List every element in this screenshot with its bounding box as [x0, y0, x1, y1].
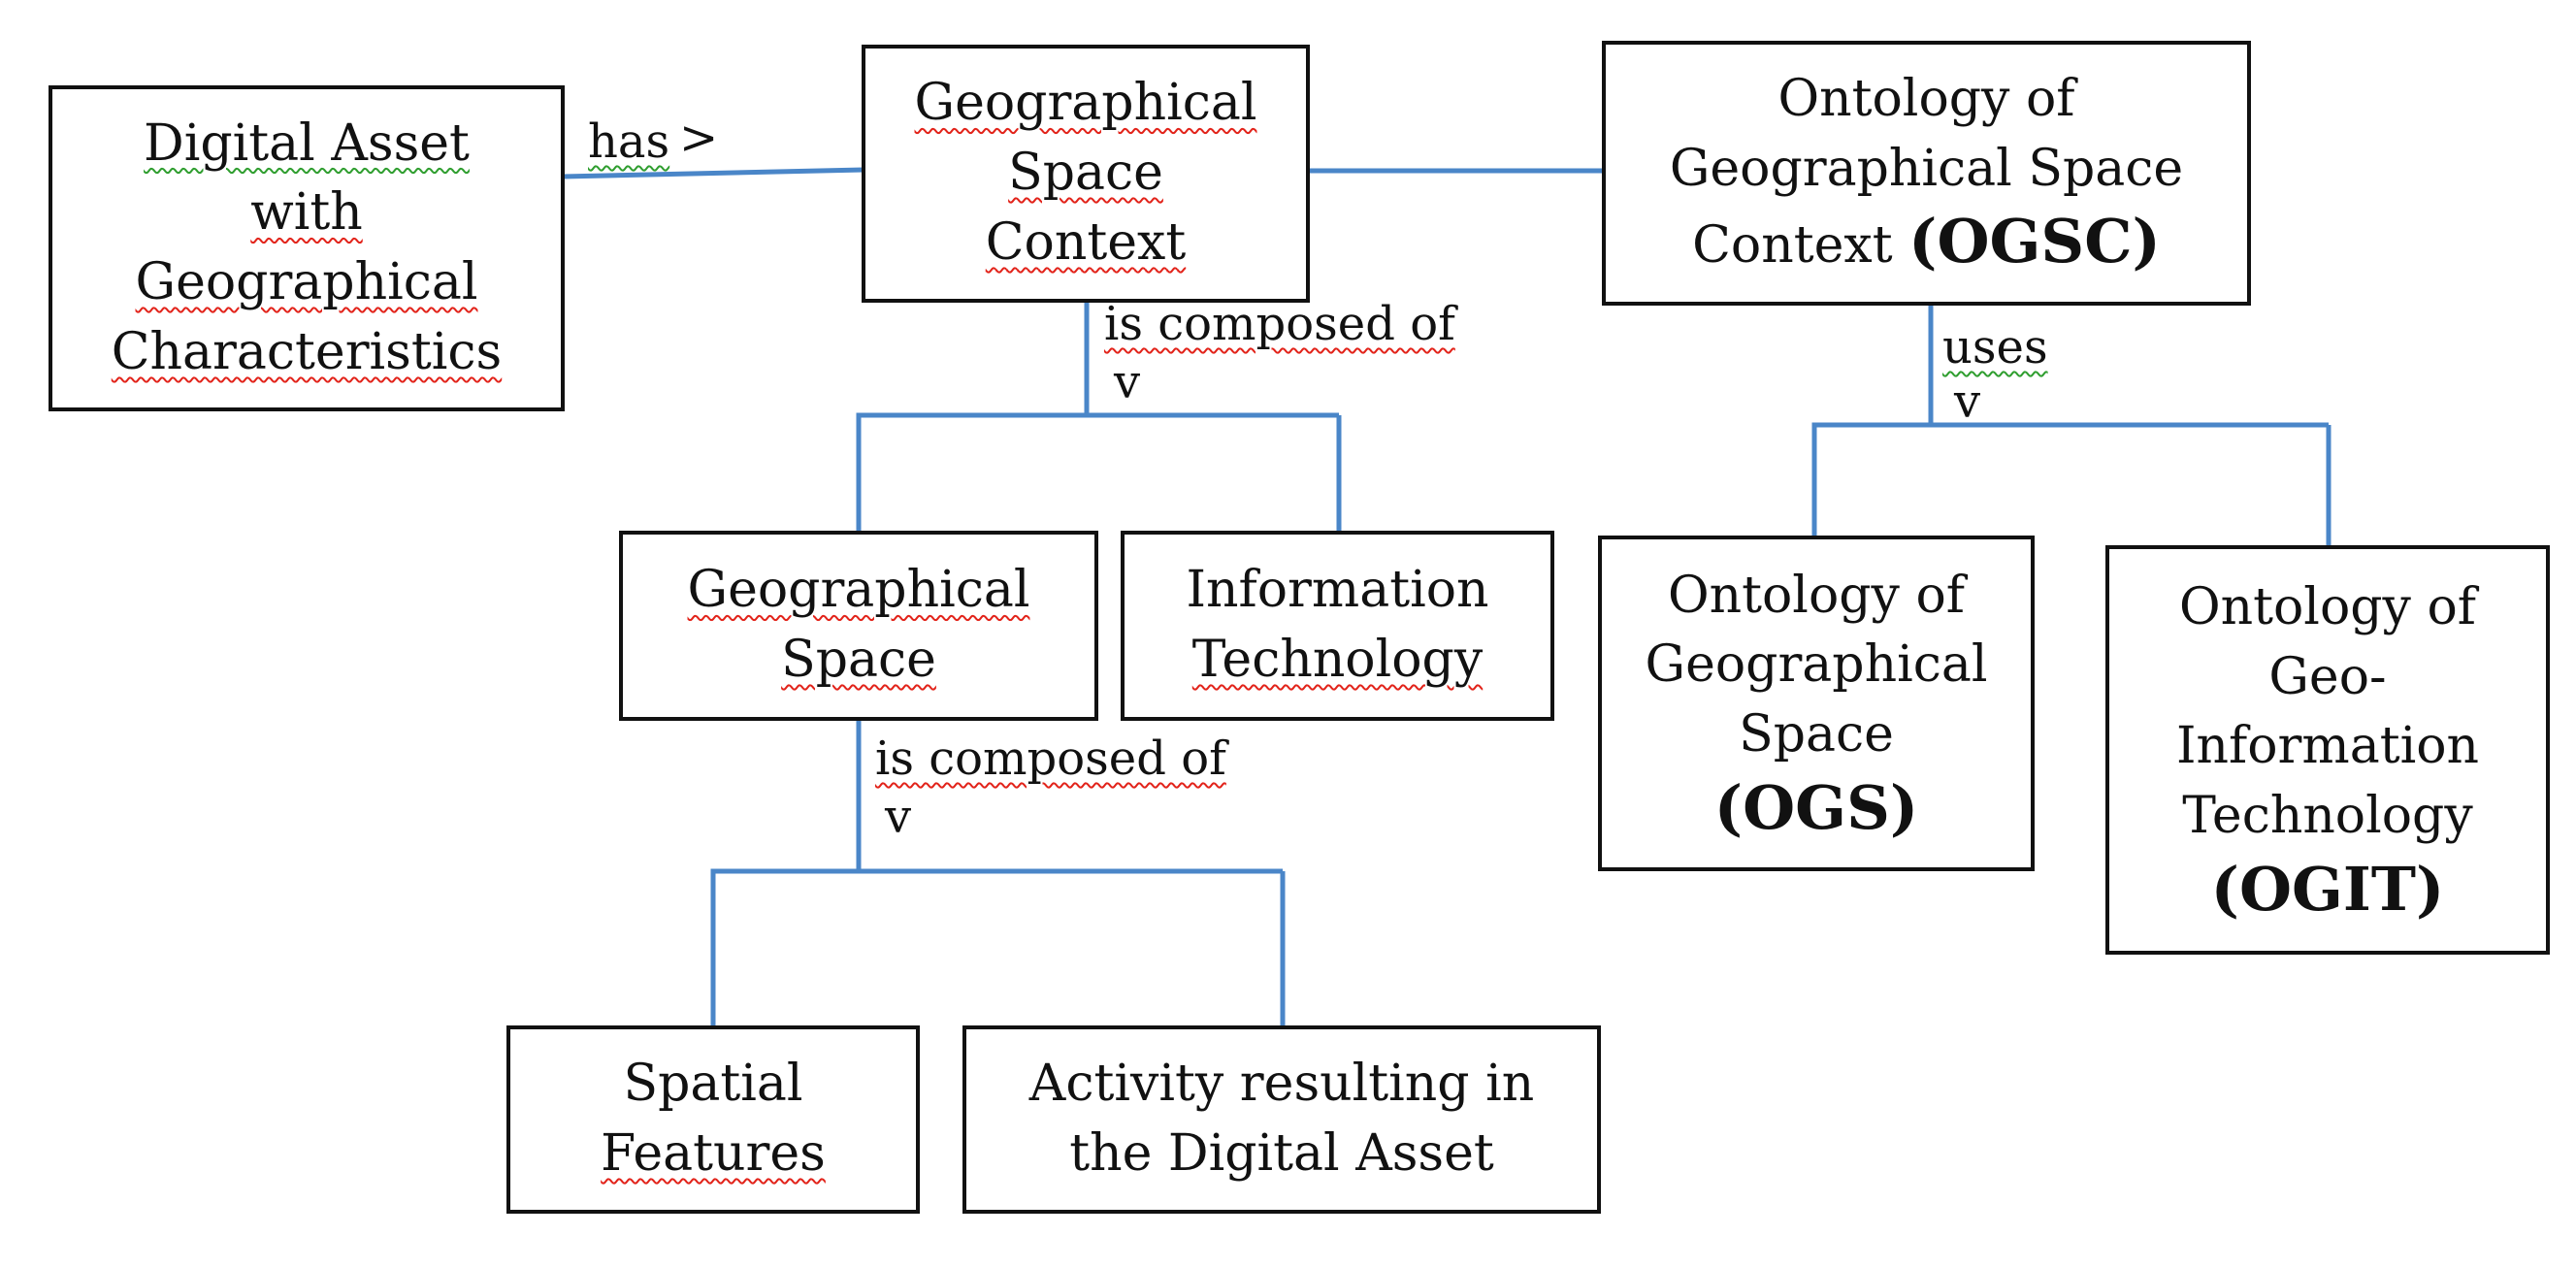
node-spatial-features: Spatial Features — [506, 1025, 920, 1214]
edge-label-uses: uses — [1942, 320, 2048, 374]
node-line: Digital Asset — [144, 114, 470, 173]
node-digital-asset: Digital Asset with Geographical Characte… — [49, 85, 565, 411]
node-line: Context (OGSC) — [1692, 204, 2161, 281]
node-ogs: Ontology of Geographical Space (OGS) — [1598, 536, 2035, 871]
connector-gsc-children — [856, 301, 1090, 532]
node-information-technology: Information Technology — [1121, 531, 1554, 721]
node-line: Activity resulting in — [1028, 1055, 1535, 1114]
node-line: Characteristics — [111, 322, 503, 381]
edge-label-has: has — [588, 114, 670, 169]
node-line: Geographical — [1645, 635, 1988, 695]
node-geographical-space: Geographical Space — [619, 531, 1098, 721]
node-ogit: Ontology of Geo- Information Technology … — [2105, 545, 2550, 955]
edge-arrow-composed-2: v — [885, 790, 912, 844]
node-line: Geographical Space — [1669, 139, 2184, 198]
edge-label-text: is composed of — [875, 732, 1226, 786]
node-line: Space — [1739, 705, 1894, 764]
node-line: Ontology of — [1777, 69, 2075, 128]
node-line: Geographical — [135, 253, 478, 311]
connector-has — [562, 167, 864, 179]
node-line: the Digital Asset — [1069, 1124, 1494, 1183]
node-line: Geographical — [914, 74, 1257, 133]
node-line: Information — [2175, 717, 2480, 776]
node-line: Context — [985, 212, 1187, 272]
node-geographical-space-context: Geographical Space Context — [862, 45, 1310, 303]
node-line: Ontology of — [1667, 566, 1965, 625]
node-line: Spatial — [623, 1055, 803, 1114]
edge-label-composed-2: is composed of — [875, 732, 1226, 788]
edge-arrow-composed-1: v — [1114, 355, 1141, 409]
edge-label-composed-1: is composed of — [1104, 297, 1455, 353]
node-acronym: (OGSC) — [1908, 206, 2161, 277]
node-line: Information — [1186, 561, 1489, 620]
node-line: Space — [1008, 144, 1163, 203]
node-ogsc: Ontology of Geographical Space Context (… — [1602, 41, 2251, 306]
connector-geo-space-children — [710, 720, 862, 1026]
node-activity: Activity resulting in the Digital Asset — [962, 1025, 1601, 1214]
node-line-text: Context — [1692, 216, 1893, 276]
node-line: Features — [601, 1124, 826, 1183]
node-line: Technology — [2182, 787, 2473, 845]
node-line: Technology — [1191, 631, 1484, 689]
node-acronym: (OGIT) — [2210, 853, 2445, 925]
edge-label-text: is composed of — [1104, 297, 1455, 351]
node-line: with — [250, 183, 363, 243]
node-line: Geo- — [2268, 647, 2387, 706]
node-acronym: (OGS) — [1713, 771, 1919, 843]
edge-arrow-uses: v — [1954, 374, 1981, 429]
node-line: Geographical — [687, 561, 1030, 620]
node-line: Ontology of — [2178, 577, 2476, 636]
connector-ogsc-children — [1811, 303, 1934, 536]
edge-arrow-has: > — [679, 111, 719, 165]
node-line: Space — [781, 631, 936, 689]
